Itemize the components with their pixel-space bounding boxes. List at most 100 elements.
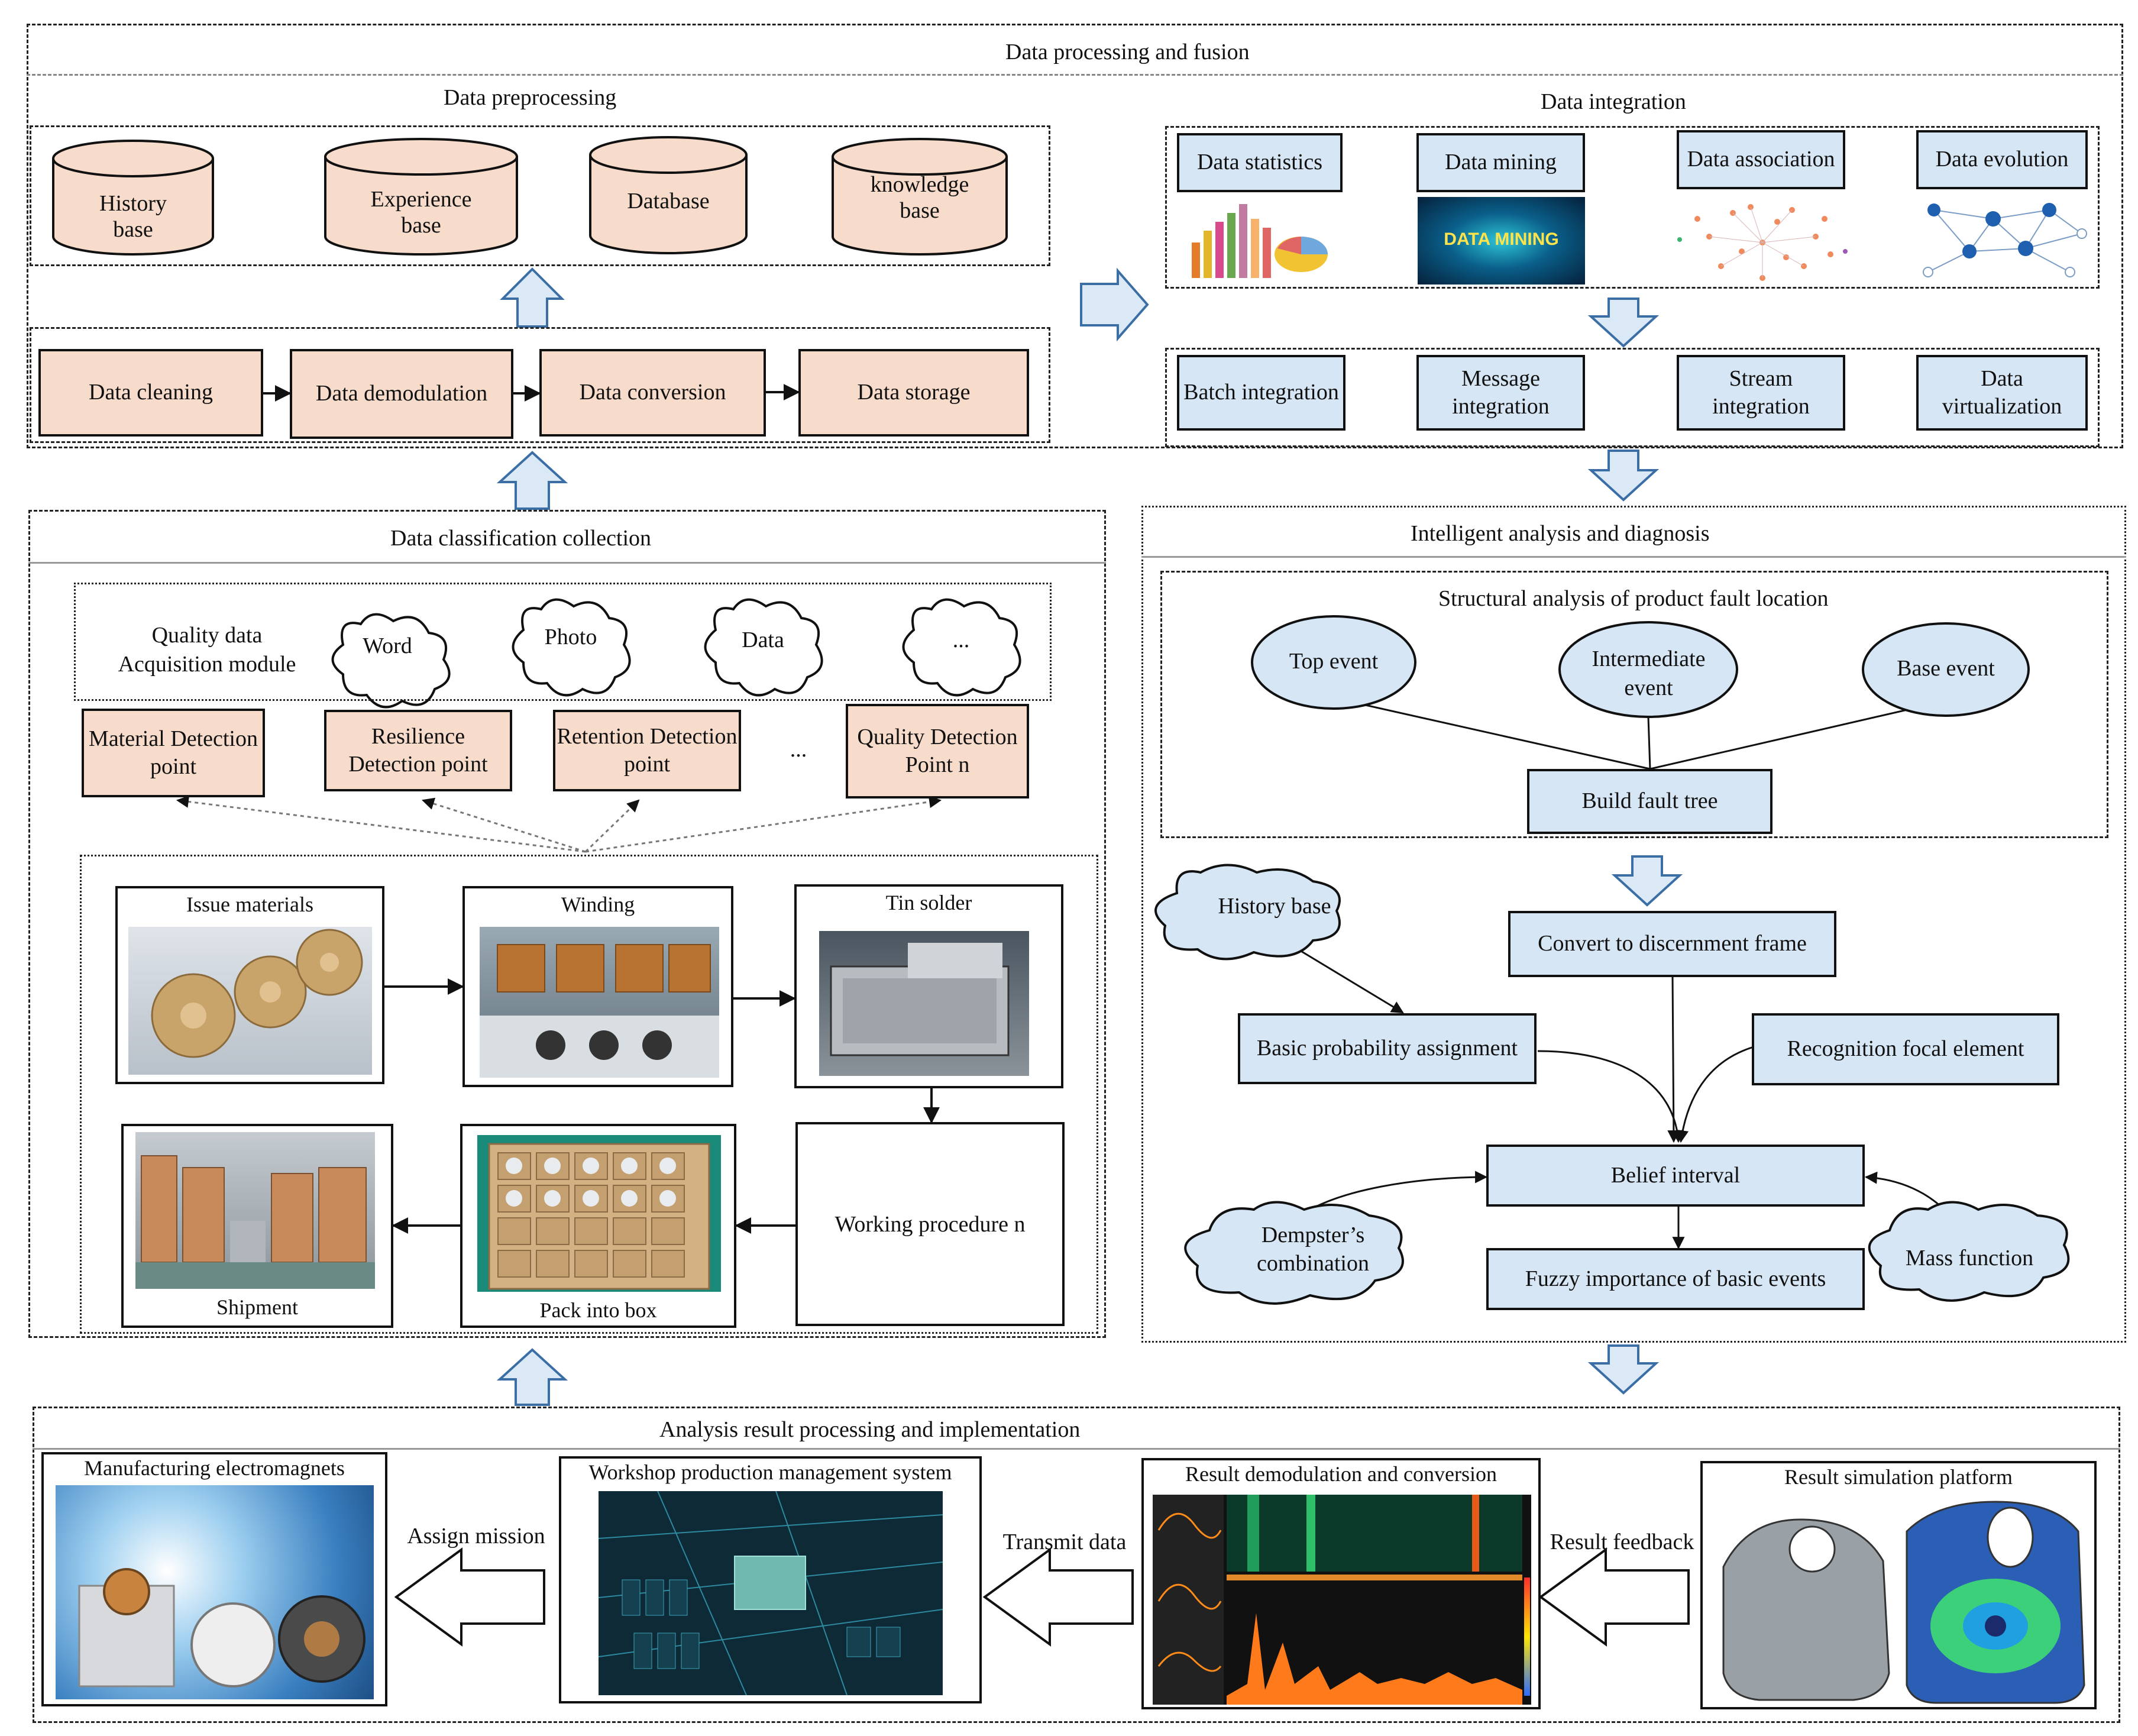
cloud-data-label: Data (742, 628, 784, 652)
acquisition-module-frame (74, 583, 1052, 701)
line-top-event (1333, 697, 1651, 770)
right-arrow-to-integration (1080, 267, 1149, 342)
workshop-3d-image (599, 1491, 943, 1695)
data-statistics-box: Data statistics (1177, 133, 1343, 192)
data-association-box: Data association (1677, 130, 1845, 189)
top-event-ellipse (1251, 615, 1416, 710)
shipment-label: Shipment (216, 1295, 298, 1319)
transmit-data-arrow (982, 1547, 1134, 1647)
result-processing-title: Analysis result processing and implement… (659, 1417, 1081, 1442)
spectrum-image (1153, 1495, 1531, 1705)
data-demodulation-box: Data demodulation (290, 349, 513, 439)
base-event-label: Base event (1897, 656, 1995, 681)
data-processing-fusion-frame (27, 24, 2123, 448)
arrow-to-quality-point-n (585, 796, 942, 853)
arrow-convert-to-belief (1667, 975, 1680, 1143)
data-mining-image-text: DATA MINING (1444, 229, 1559, 249)
issue-materials-box: Issue materials (115, 886, 384, 1084)
electromagnets-image (56, 1485, 374, 1699)
workshop-panel-title: Workshop production management system (588, 1460, 952, 1484)
stream-integration-box: Stream integration (1677, 355, 1845, 431)
result-processing-divider (33, 1448, 2120, 1450)
working-procedure-n-box: Working procedure n (795, 1122, 1065, 1326)
material-detection-point: Material Detection point (82, 709, 265, 797)
winding-machine-image (480, 927, 719, 1078)
data-mining-image: DATA MINING (1418, 197, 1585, 285)
base-event-ellipse (1862, 622, 2030, 717)
data-preprocessing-title: Data preprocessing (444, 85, 617, 110)
data-conversion-box: Data conversion (539, 349, 766, 437)
database-cylinder (589, 136, 748, 254)
data-storage-box: Data storage (798, 349, 1029, 437)
intermediate-event-ellipse (1558, 621, 1738, 718)
result-processing-frame (33, 1407, 2120, 1723)
fuzzy-importance-box: Fuzzy importance of basic events (1486, 1248, 1865, 1310)
data-virtualization-box: Data virtualization (1916, 355, 2088, 431)
analysis-frame (1141, 506, 2126, 1343)
manufacturing-panel: Manufacturing electromagnets (41, 1452, 387, 1706)
ellipsis-cloud (902, 598, 1021, 697)
resilience-detection-point: Resilience Detection point (324, 710, 512, 791)
transmit-data-label: Transmit data (1002, 1530, 1127, 1554)
arrow-to-retention-point (584, 799, 640, 853)
up-arrow-bottom-to-collection (496, 1348, 568, 1406)
line-intermediate-event (1647, 716, 1651, 770)
data-collection-frame (28, 510, 1106, 1338)
cloud-ellipsis-label: ... (952, 628, 970, 652)
mass-function-cloud-label: Mass function (1905, 1246, 2034, 1271)
data-mining-box: Data mining (1416, 133, 1585, 192)
fem-mesh-image (1712, 1496, 2090, 1706)
data-evolution-box: Data evolution (1916, 130, 2088, 189)
cloud-word-label: Word (363, 633, 412, 658)
batch-integration-box: Batch integration (1177, 355, 1345, 431)
knowledge-base-label: knowledge base (870, 172, 969, 223)
assign-mission-label: Assign mission (407, 1524, 545, 1549)
down-arrow-integration (1587, 298, 1660, 348)
data-processing-fusion-title: Data processing and fusion (1005, 40, 1250, 64)
dempster-cloud-label: Dempster’s combination (1257, 1223, 1369, 1276)
acquisition-module-label: Quality data Acquisition module (118, 623, 296, 677)
shipment-box: Shipment (121, 1124, 393, 1328)
process-frame (80, 855, 1098, 1334)
tin-solder-label: Tin solder (885, 891, 972, 914)
recognition-focal-box: Recognition focal element (1752, 1013, 2059, 1085)
pack-into-box: Pack into box (460, 1124, 736, 1328)
data-cloud (704, 598, 823, 697)
result-demodulation-panel: Result demodulation and conversion (1141, 1458, 1541, 1709)
history-base-cloud-label: History base (1218, 894, 1331, 919)
preprocess-steps-frame (30, 327, 1050, 443)
photo-cloud (512, 598, 631, 697)
history-base-cylinder (52, 140, 214, 256)
mass-cloud (1868, 1201, 2070, 1302)
points-ellipsis: ... (790, 737, 807, 762)
evolution-network-image (1916, 195, 2091, 284)
analysis-title: Intelligent analysis and diagnosis (1411, 521, 1710, 546)
convert-discernment-box: Convert to discernment frame (1508, 911, 1836, 977)
winding-label: Winding (561, 893, 635, 916)
tin-solder-image (819, 931, 1029, 1076)
winding-box: Winding (462, 886, 733, 1087)
pack-into-box-label: Pack into box (539, 1298, 657, 1322)
association-network-image (1674, 195, 1851, 284)
cloud-photo-label: Photo (544, 625, 597, 649)
collection-divider (28, 562, 1106, 564)
gears-image (128, 927, 372, 1075)
pack-into-box-image (477, 1135, 721, 1292)
down-arrow-to-bottom (1587, 1344, 1660, 1395)
tin-solder-box: Tin solder (794, 884, 1063, 1088)
fault-location-frame (1160, 571, 2108, 838)
integration-types-frame (1165, 348, 2100, 447)
build-fault-tree-box: Build fault tree (1527, 769, 1772, 834)
issue-materials-label: Issue materials (186, 893, 313, 916)
intermediate-event-label: Intermediate event (1592, 646, 1706, 701)
basic-probability-box: Basic probability assignment (1238, 1013, 1537, 1084)
fault-location-title: Structural analysis of product fault loc… (1438, 586, 1829, 611)
retention-detection-point: Retention Detection point (553, 710, 741, 791)
analysis-divider (1141, 556, 2126, 558)
statistics-chart-image (1180, 195, 1334, 284)
experience-base-cylinder (324, 138, 518, 256)
assign-mission-arrow (394, 1547, 545, 1647)
word-cloud (331, 613, 451, 709)
history-base-cloud (1154, 864, 1341, 961)
